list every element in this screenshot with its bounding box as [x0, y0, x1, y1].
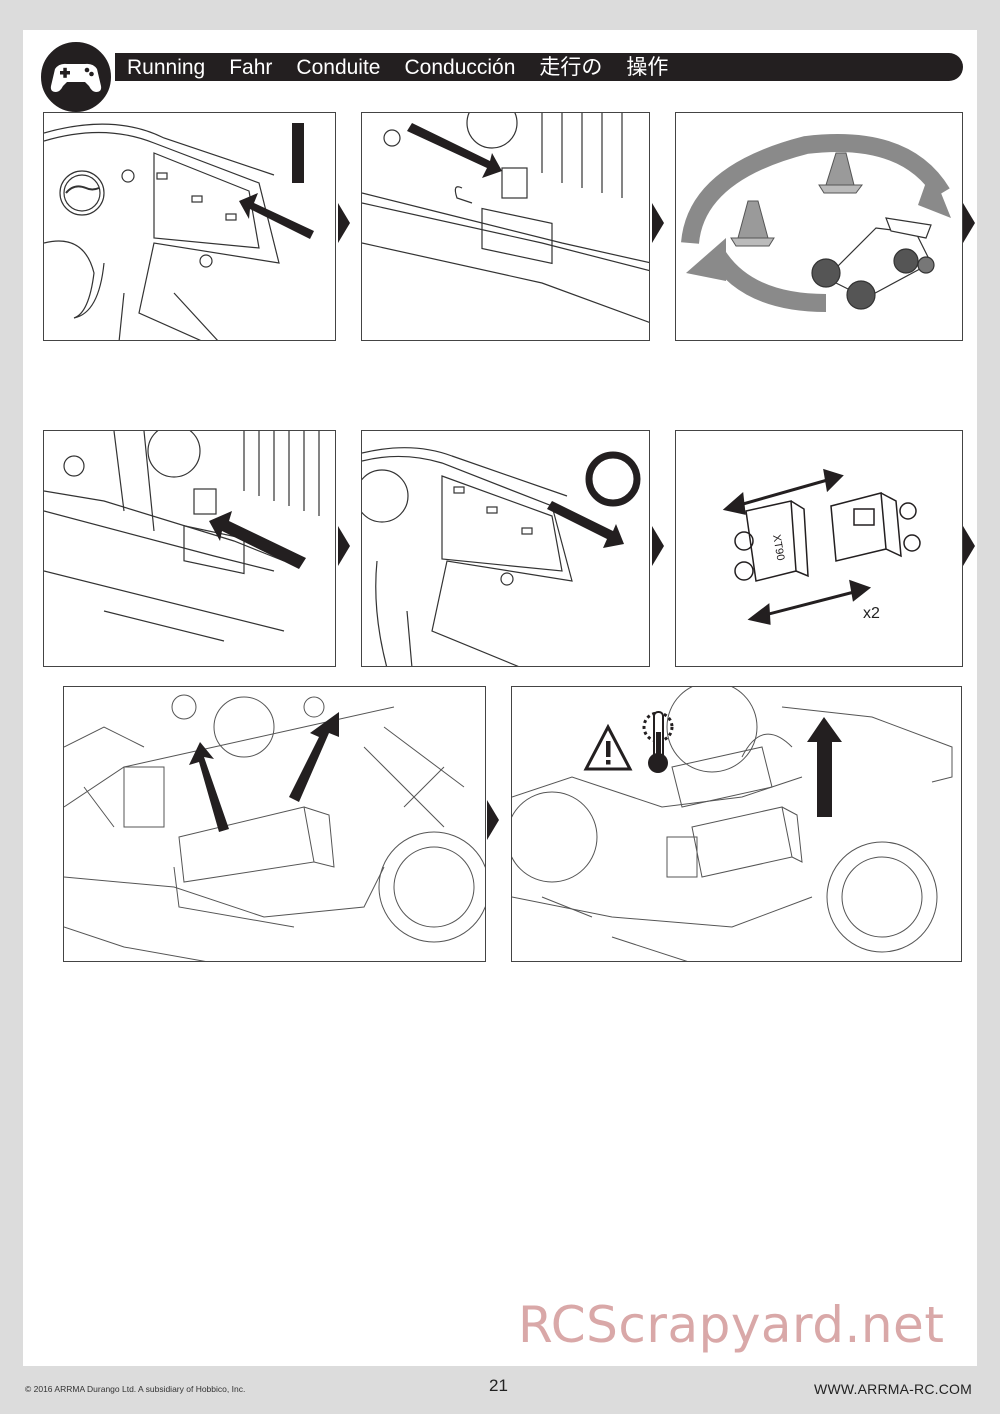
- title-en: Running: [127, 56, 206, 79]
- svg-text:XT90: XT90: [770, 534, 786, 562]
- connector-count-label: x2: [863, 605, 880, 622]
- title-jp-2: 操作: [626, 56, 669, 79]
- power-on-symbol: [292, 123, 304, 183]
- website-link[interactable]: WWW.ARRMA-RC.COM: [814, 1381, 972, 1397]
- power-off-symbol: [585, 451, 641, 507]
- title-es: Conducción: [404, 56, 516, 79]
- step-panel-receiver-off: [43, 430, 336, 667]
- thermometer-icon: [642, 711, 674, 773]
- title-fr: Conduite: [296, 56, 381, 79]
- gamepad-icon: [37, 38, 115, 116]
- watermark: RCScrapyard.net: [518, 1296, 945, 1354]
- copyright-text: © 2016 ARRMA Durango Ltd. A subsidiary o…: [25, 1384, 246, 1394]
- step-panel-receiver-on: [361, 112, 650, 341]
- step-panel-disconnect-battery: XT90: [675, 430, 963, 667]
- step-panel-battery-cooldown: [511, 686, 962, 962]
- section-header-bar: [115, 53, 963, 81]
- title-de: Fahr: [229, 56, 273, 79]
- warning-triangle-icon: [583, 723, 633, 771]
- step-panel-drive-around: [675, 112, 963, 341]
- step-panel-transmitter-off: [361, 430, 650, 667]
- step-panel-remove-battery: [63, 686, 486, 962]
- step-panel-transmitter-on: [43, 112, 336, 341]
- section-title: Running Fahr Conduite Conducción 走行の 操作: [127, 55, 692, 81]
- page-number: 21: [489, 1376, 508, 1395]
- title-jp-1: 走行の: [539, 56, 603, 79]
